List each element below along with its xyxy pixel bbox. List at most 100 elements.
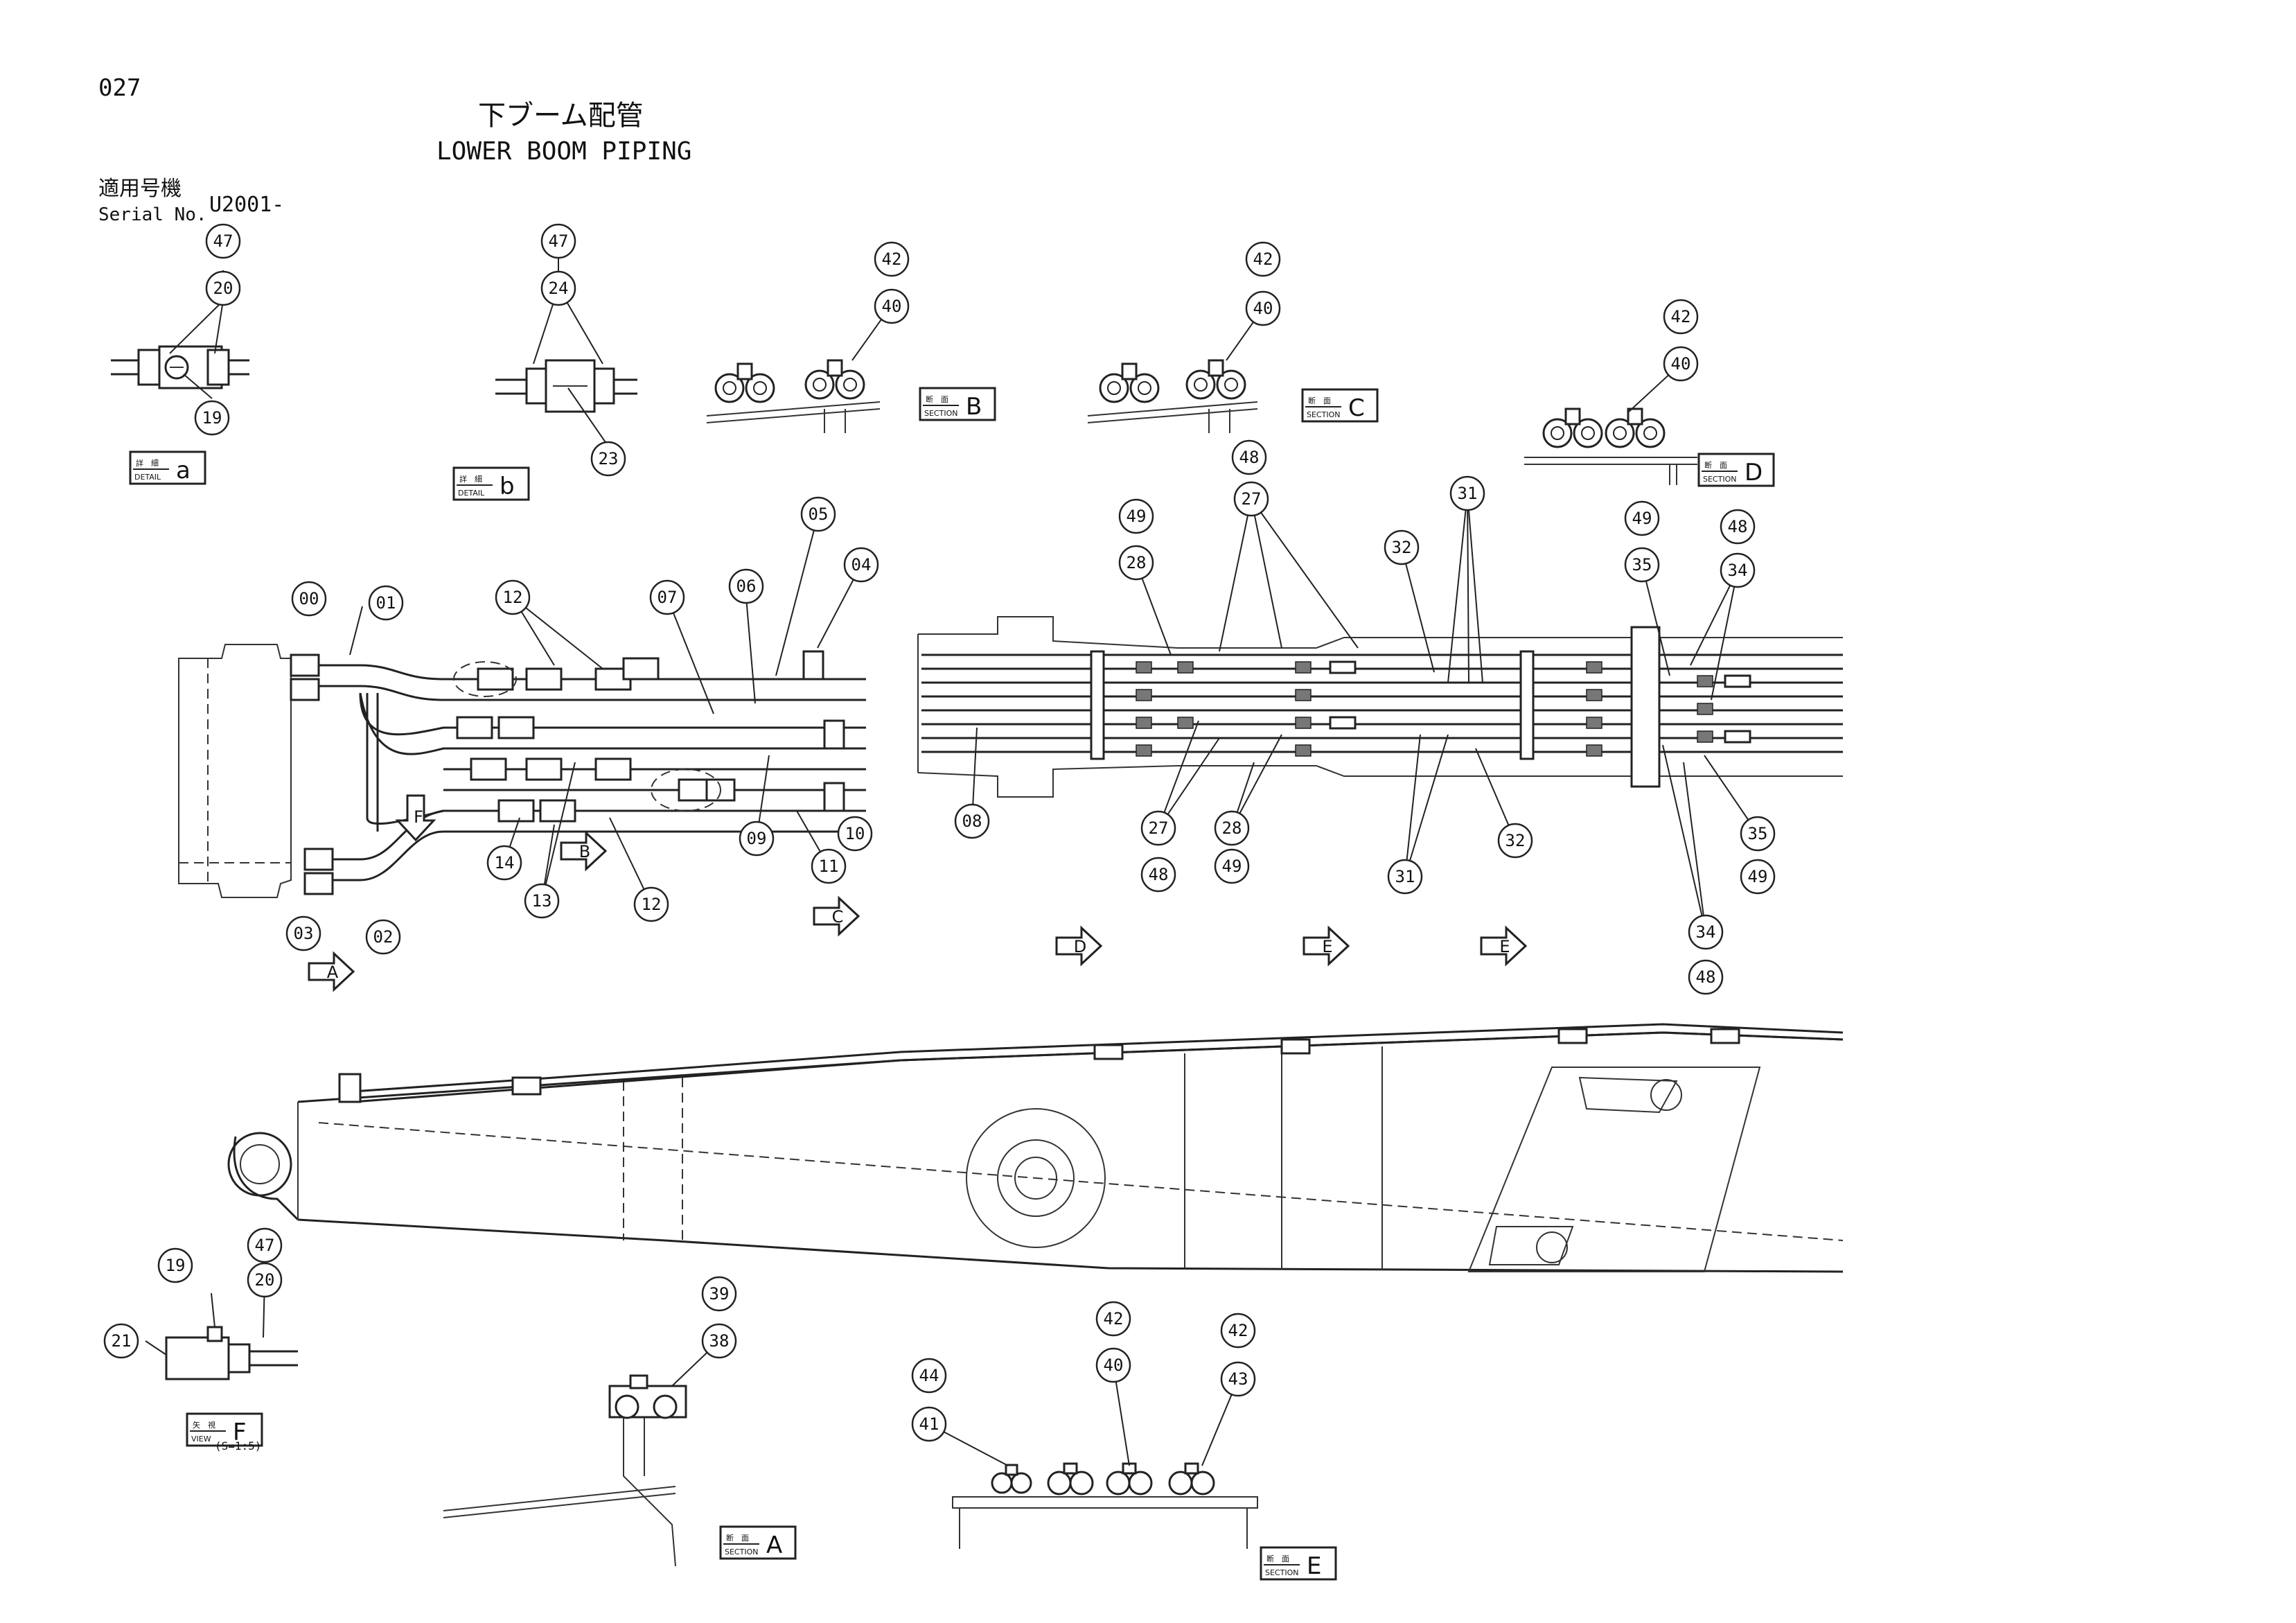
callout-circle — [811, 848, 847, 884]
callout-number: 10 — [845, 824, 865, 843]
callout-number: 27 — [1149, 818, 1169, 838]
callout-circle — [1220, 1361, 1256, 1397]
callout-circle — [1095, 1347, 1131, 1383]
view-arrow-F: F — [395, 794, 436, 842]
callout-number: 12 — [642, 895, 662, 914]
callout-number: 42 — [1104, 1309, 1124, 1328]
callout-number: 04 — [851, 555, 872, 574]
label-box-frame — [919, 387, 996, 421]
callout-06: 06 — [728, 568, 764, 604]
callout-number: 49 — [1632, 509, 1652, 528]
callout-number: 02 — [373, 927, 394, 947]
callout-circle — [701, 1276, 737, 1312]
callout-circle — [1384, 529, 1420, 565]
view-arrow-shape — [1055, 925, 1103, 967]
view-arrow-letter: A — [327, 963, 339, 982]
callout-number: 34 — [1696, 922, 1716, 942]
callout-number: 42 — [882, 249, 902, 269]
view-f-drawing — [165, 1326, 298, 1380]
callout-11: 11 — [811, 848, 847, 884]
callout-20: 20 — [247, 1262, 283, 1298]
view-arrow-shape — [560, 830, 608, 872]
callout-number: 08 — [962, 812, 982, 831]
callout-number: 40 — [1253, 299, 1273, 318]
callout-circle — [843, 547, 879, 583]
label-box-bottom-text: DETAIL — [458, 489, 485, 498]
callout-circle — [911, 1406, 947, 1442]
label-box-frame — [719, 1525, 797, 1560]
callout-number: 11 — [819, 857, 839, 876]
callout-19: 19 — [194, 400, 230, 436]
callout-circle — [1740, 859, 1776, 895]
callout-circle — [194, 400, 230, 436]
callout-47: 47 — [540, 223, 576, 259]
label-box-top-text: 詳 細 — [136, 458, 159, 468]
callout-39: 39 — [701, 1276, 737, 1312]
label-box-bottom-text: VIEW — [191, 1435, 211, 1444]
callout-circle — [800, 496, 836, 532]
callout-number: 38 — [709, 1331, 730, 1351]
callout-number: 32 — [1505, 831, 1526, 850]
callout-41: 41 — [911, 1406, 947, 1442]
callout-number: 42 — [1228, 1321, 1248, 1340]
callout-48: 48 — [1231, 439, 1267, 475]
callout-circle — [1214, 810, 1250, 846]
leader-lines — [145, 256, 1758, 1466]
detail-a-drawing — [111, 345, 249, 389]
callout-40: 40 — [1095, 1347, 1131, 1383]
callout-number: 47 — [213, 231, 233, 251]
callout-38: 38 — [701, 1323, 737, 1359]
view-arrow-shape — [1480, 925, 1528, 967]
callout-28: 28 — [1214, 810, 1250, 846]
callout-circle — [524, 883, 560, 919]
view-arrow-C: C — [813, 895, 860, 937]
callout-number: 31 — [1458, 484, 1478, 503]
callout-circle — [540, 270, 576, 306]
callout-14: 14 — [486, 845, 522, 881]
callout-number: 06 — [736, 577, 757, 596]
callout-07: 07 — [649, 579, 685, 615]
callout-circle — [205, 223, 241, 259]
callout-40: 40 — [874, 288, 910, 324]
view-arrow-shape — [395, 794, 436, 842]
callout-circle — [1688, 959, 1724, 995]
callout-number: 44 — [919, 1366, 939, 1385]
callout-circle — [1720, 552, 1756, 588]
callout-number: 31 — [1395, 867, 1415, 886]
label-box-frame — [1260, 1546, 1337, 1581]
callout-circle — [1233, 481, 1269, 517]
callout-circle — [874, 288, 910, 324]
callout-00: 00 — [291, 581, 327, 617]
label-box-top-text: 矢 視 — [193, 1420, 215, 1430]
view-arrow-letter: E — [1322, 937, 1332, 956]
callout-number: 32 — [1392, 538, 1412, 557]
callout-circle — [1118, 498, 1154, 534]
callout-circle — [1663, 299, 1699, 335]
callout-number: 49 — [1222, 857, 1242, 876]
callout-number: 49 — [1748, 867, 1768, 886]
callout-number: 24 — [549, 279, 569, 298]
callout-circle — [540, 223, 576, 259]
callout-circle — [1095, 1301, 1131, 1337]
label-box-top-text: 断 面 — [1266, 1554, 1289, 1563]
callout-number: 47 — [255, 1236, 275, 1255]
title-english: LOWER BOOM PIPING — [436, 137, 691, 166]
callout-27: 27 — [1233, 481, 1269, 517]
callout-circle — [1624, 500, 1660, 536]
callout-27: 27 — [1140, 810, 1176, 846]
callout-number: 20 — [255, 1270, 275, 1290]
view-arrow-letter: E — [1499, 937, 1510, 956]
callout-circle — [911, 1358, 947, 1394]
callout-circle — [1220, 1313, 1256, 1349]
callout-number: 21 — [112, 1331, 132, 1351]
callout-20: 20 — [205, 270, 241, 306]
label-box-frame — [186, 1412, 263, 1447]
callout-19: 19 — [157, 1247, 193, 1283]
callout-31: 31 — [1449, 475, 1485, 511]
